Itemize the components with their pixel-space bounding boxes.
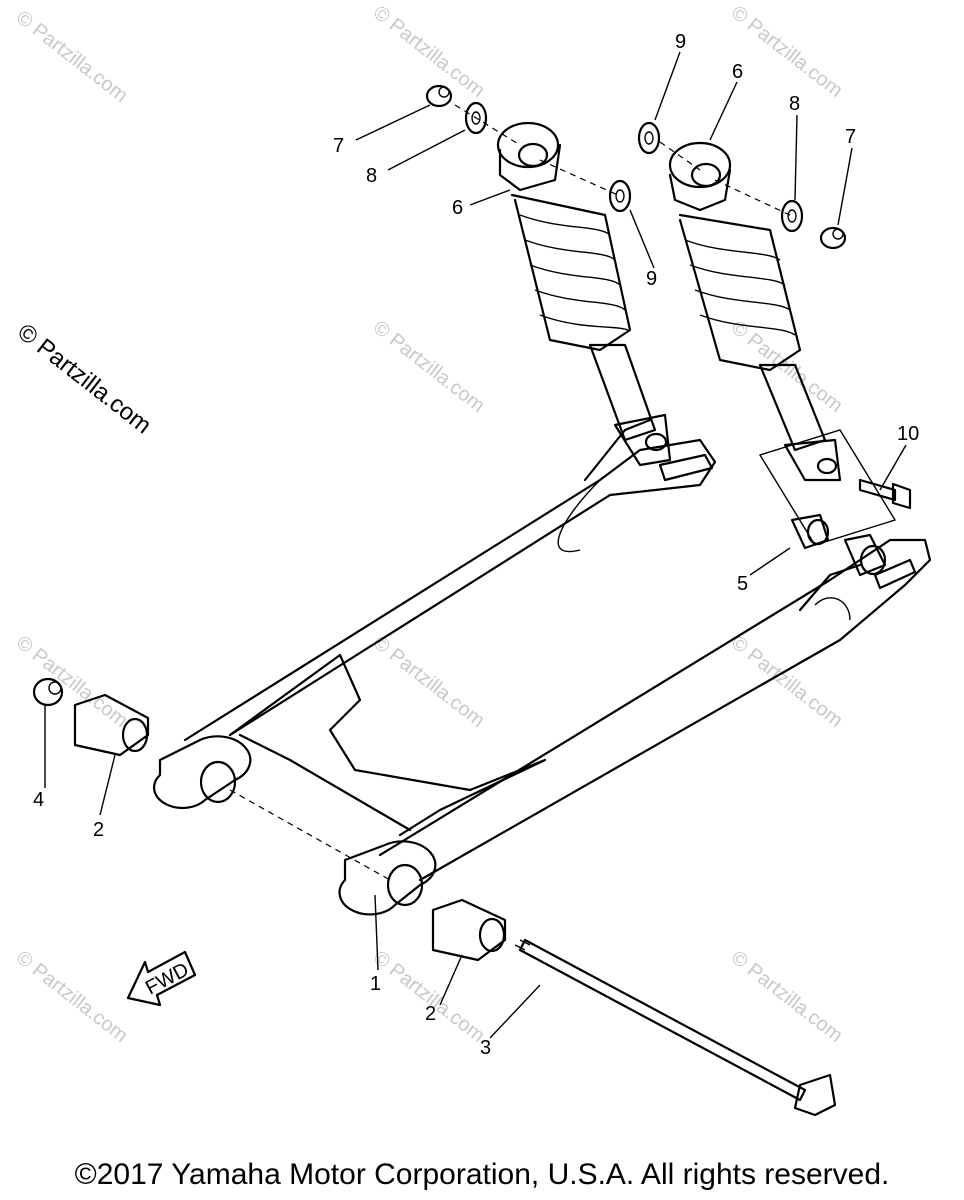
callout-2: 2 (425, 1003, 436, 1025)
callout-9: 9 (646, 268, 657, 290)
watermark-text: © Partzilla.com (12, 947, 132, 1047)
callout-6: 6 (452, 197, 463, 219)
callout-labels: 1 2 2 3 4 5 6 6 7 7 8 8 9 9 10 (33, 31, 919, 1059)
callout-2: 2 (93, 819, 104, 841)
right-shock-absorber (668, 141, 842, 482)
watermark-text-dark: © Partzilla.com (12, 318, 156, 439)
watermark-text: © Partzilla.com (369, 2, 489, 102)
pivot-hardware (32, 677, 837, 1117)
callout-7: 7 (333, 135, 344, 157)
callout-9: 9 (675, 31, 686, 53)
callout-1: 1 (370, 973, 381, 995)
swingarm (153, 418, 932, 916)
watermark-text: © Partzilla.com (369, 947, 489, 1047)
copyright-notice: ©2017 Yamaha Motor Corporation, U.S.A. A… (74, 1158, 890, 1191)
callout-3: 3 (480, 1037, 491, 1059)
callout-leaders (44, 51, 907, 1039)
watermarks: © Partzilla.com © Partzilla.com © Partzi… (12, 2, 847, 1047)
watermark-text: © Partzilla.com (12, 632, 132, 732)
callout-4: 4 (33, 789, 44, 811)
callout-8: 8 (789, 93, 800, 115)
callout-7: 7 (845, 126, 856, 148)
callout-10: 10 (897, 423, 919, 445)
watermark-text: © Partzilla.com (727, 947, 847, 1047)
callout-8: 8 (366, 165, 377, 187)
callout-6: 6 (732, 61, 743, 83)
left-shock-absorber (496, 121, 672, 467)
fwd-label: FWD (142, 959, 193, 1000)
callout-5: 5 (737, 573, 748, 595)
watermark-text: © Partzilla.com (369, 317, 489, 417)
fwd-arrow: FWD (126, 950, 197, 1007)
watermark-text: © Partzilla.com (369, 632, 489, 732)
upper-hardware (425, 84, 847, 250)
lower-shock-hardware (790, 478, 912, 577)
watermark-text: © Partzilla.com (727, 2, 847, 102)
watermark-text: © Partzilla.com (12, 7, 132, 107)
